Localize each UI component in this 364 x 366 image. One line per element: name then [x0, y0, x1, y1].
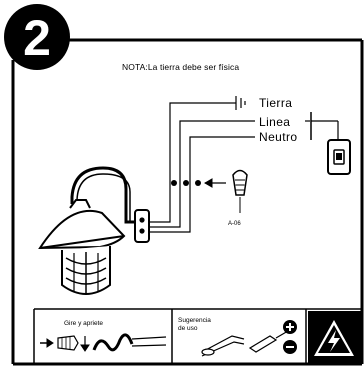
wall-lantern-icon: [38, 166, 150, 295]
wire-label-neutro: Neutro: [259, 130, 298, 144]
twist-wires-illustration: [40, 333, 167, 352]
step-number: 2: [23, 10, 51, 66]
switch-icon: [310, 112, 351, 175]
panel-frame: [11, 38, 364, 366]
ground-note: NOTA:La tierra debe ser física: [122, 62, 240, 72]
screwdriver-icon: [248, 330, 289, 353]
wire-nut-icon: [232, 169, 248, 213]
plus-icon: [283, 320, 297, 334]
step-badge: 2: [4, 4, 70, 70]
arrow-to-splice: [203, 178, 226, 188]
pliers-icon: [201, 335, 245, 357]
wire-nut-part-code: A-06: [228, 221, 241, 227]
minus-icon: [283, 340, 297, 354]
suggestion-caption-line2: de uso: [178, 324, 198, 332]
splice-points: [171, 180, 201, 186]
suggestion-caption-line1: Sugerencia: [178, 317, 211, 324]
electrical-warning-icon: [308, 311, 361, 363]
wire-bundle: [150, 102, 310, 233]
ground-symbol-icon: [230, 96, 246, 110]
wire-label-tierra: Tierra: [259, 96, 293, 110]
suggestion-caption: Sugerencia de uso: [178, 317, 238, 333]
wire-label-linea: Linea: [259, 115, 291, 129]
twist-caption: Gire y apriete: [64, 320, 104, 327]
